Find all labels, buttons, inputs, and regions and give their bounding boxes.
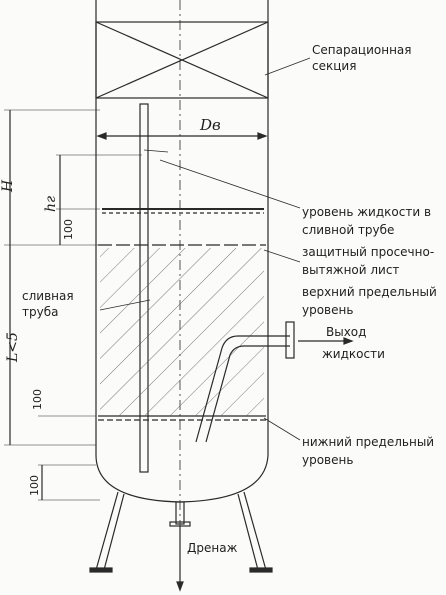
- label-diameter: Dв: [199, 116, 221, 134]
- label-100-a: 100: [62, 219, 75, 240]
- label-shield-1: защитный просечно-: [302, 245, 434, 259]
- label-upper-2: уровень: [302, 303, 353, 317]
- label-hr: hг: [43, 196, 59, 212]
- label-shield-2: вытяжной лист: [302, 263, 399, 277]
- label-L: L<5: [5, 332, 21, 363]
- label-separation-2: секция: [312, 59, 356, 73]
- label-drain-pipe-2: труба: [22, 305, 58, 319]
- separation-section: [95, 21, 269, 99]
- outlet-pipe: [195, 335, 290, 443]
- label-level-in-pipe-2: сливной трубе: [302, 223, 394, 237]
- label-separation-1: Сепарационная: [312, 43, 412, 57]
- label-level-in-pipe-1: уровень жидкости в: [302, 205, 431, 219]
- outlet-flange: [285, 321, 295, 359]
- label-outlet-1: Выход: [326, 325, 366, 339]
- label-upper-1: верхний предельный: [302, 285, 437, 299]
- label-drain: Дренаж: [187, 541, 238, 555]
- label-outlet-2: жидкости: [322, 347, 385, 361]
- label-lower-1: нижний предельный: [302, 435, 434, 449]
- label-H: H: [0, 179, 16, 193]
- label-100-c: 100: [28, 475, 41, 496]
- label-lower-2: уровень: [302, 453, 353, 467]
- label-drain-pipe-1: сливная: [22, 289, 74, 303]
- label-100-b: 100: [31, 389, 44, 410]
